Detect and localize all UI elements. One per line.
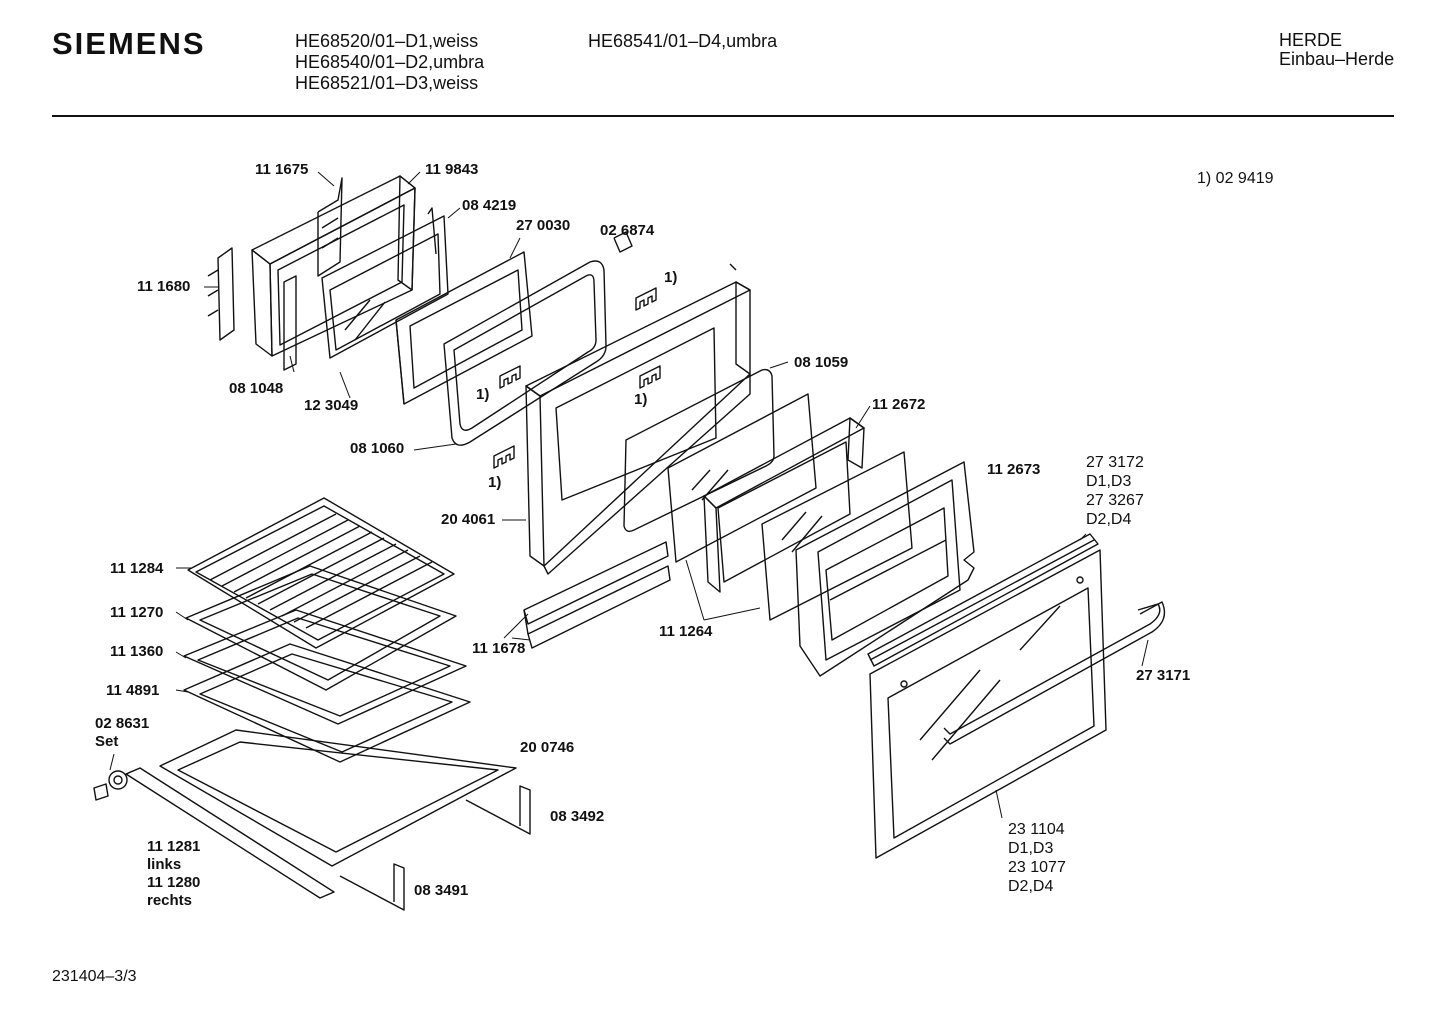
label-119843: 11 9843 [425,161,479,178]
label-111280: 11 1280 [147,874,201,891]
label-028631: 02 8631 [95,715,150,732]
footnote-marker-d: 1) [488,474,502,491]
label-111678: 11 1678 [472,640,526,657]
rail-111281 [125,767,335,899]
label-273172-group: 27 3172 D1,D3 27 3267 D2,D4 [1086,453,1144,529]
model-list-1: HE68520/01–D1,weiss HE68540/01–D2,umbra … [295,31,484,94]
label-114891: 11 4891 [106,682,160,699]
label-111675: 11 1675 [255,161,309,178]
rail-111678 [523,541,671,649]
header-divider [52,115,1394,117]
document-number: 231404–3/3 [52,968,137,985]
inner-door-112673 [795,461,975,677]
category-block: HERDE Einbau–Herde [1279,31,1394,69]
outer-door-231104 [869,549,1107,859]
category-title: HERDE [1279,30,1343,50]
category-subtitle: Einbau–Herde [1279,49,1395,69]
door-handle-273171 [943,601,1166,745]
bracket-083491 [339,863,405,911]
brand-logo: SIEMENS [52,26,206,61]
label-231104-variant: D1,D3 [1008,840,1054,857]
model-line: HE68521/01–D3,weiss [295,73,479,93]
label-111680: 11 1680 [137,278,191,295]
clip-123049 [427,207,437,255]
label-111281-side: links [147,856,182,873]
frame-112672 [703,417,865,593]
oven-bottom-200746 [159,729,517,867]
footnote-marker-b: 1) [476,386,490,403]
label-081048: 08 1048 [229,380,284,397]
label-111270: 11 1270 [110,604,164,621]
bracket-083492 [465,785,531,835]
glass-panel-084219 [321,215,449,359]
label-083491: 08 3491 [414,882,469,899]
clip-fn-b [499,365,521,389]
label-111280-side: rechts [147,892,193,909]
label-112672: 11 2672 [872,396,926,413]
label-111284: 11 1284 [110,560,164,577]
model-line: HE68520/01–D1,weiss [295,31,479,51]
baking-tray-111270 [185,565,457,691]
label-231104: 23 1104 [1008,821,1065,838]
hinge-strip-111680 [207,247,235,341]
hinge-bracket-111675 [317,177,343,277]
label-112673: 11 2673 [987,461,1041,478]
footnote-marker-c: 1) [634,391,648,408]
tray-111360 [183,609,467,725]
footnote-legend: 1) 02 9419 [1197,170,1274,187]
door-frame-119843 [251,175,416,357]
label-028631-group: 02 8631 Set [95,715,149,751]
label-231077: 23 1077 [1008,859,1066,876]
door-seal-081060 [443,260,607,446]
label-200746: 20 0746 [520,739,575,756]
label-273267-variant: D2,D4 [1086,511,1132,528]
model-line: HE68541/01–D4,umbra [588,31,778,51]
clip-026874 [613,231,633,253]
tray-114891 [183,643,471,763]
glass-112673-panel [761,451,913,621]
label-273267: 27 3267 [1086,492,1144,509]
clip-fn-c [639,365,661,389]
label-123049: 12 3049 [304,397,359,414]
label-083492: 08 3492 [550,808,605,825]
label-273172: 27 3172 [1086,454,1144,471]
label-111281-group: 11 1281 links 11 1280 rechts [147,838,200,910]
label-026874: 02 6874 [600,222,655,239]
clip-fn-d [493,445,515,469]
rail-273172 [867,533,1099,667]
label-273171: 27 3171 [1136,667,1191,684]
footnote-marker-a: 1) [664,269,678,286]
model-line: HE68540/01–D2,umbra [295,52,485,72]
label-111360: 11 1360 [110,643,164,660]
door-frame-204061 [525,263,751,575]
label-081060: 08 1060 [350,440,405,457]
strip-081048 [283,275,297,371]
label-081059: 08 1059 [794,354,849,371]
label-231077-variant: D2,D4 [1008,878,1054,895]
label-084219: 08 4219 [462,197,517,214]
label-270030: 27 0030 [516,217,571,234]
model-list-2: HE68541/01–D4,umbra [588,31,777,52]
label-111281: 11 1281 [147,838,201,855]
seal-081059 [623,368,775,533]
frame-270030 [395,251,533,405]
label-111264: 11 1264 [659,623,713,640]
clip-fn-a [635,287,657,311]
label-204061: 20 4061 [441,511,496,528]
label-028631-set: Set [95,733,119,750]
label-231104-group: 23 1104 D1,D3 23 1077 D2,D4 [1008,820,1066,896]
label-273172-variant: D1,D3 [1086,473,1132,490]
leader-lines [109,171,1149,819]
knob-028631 [93,770,128,801]
